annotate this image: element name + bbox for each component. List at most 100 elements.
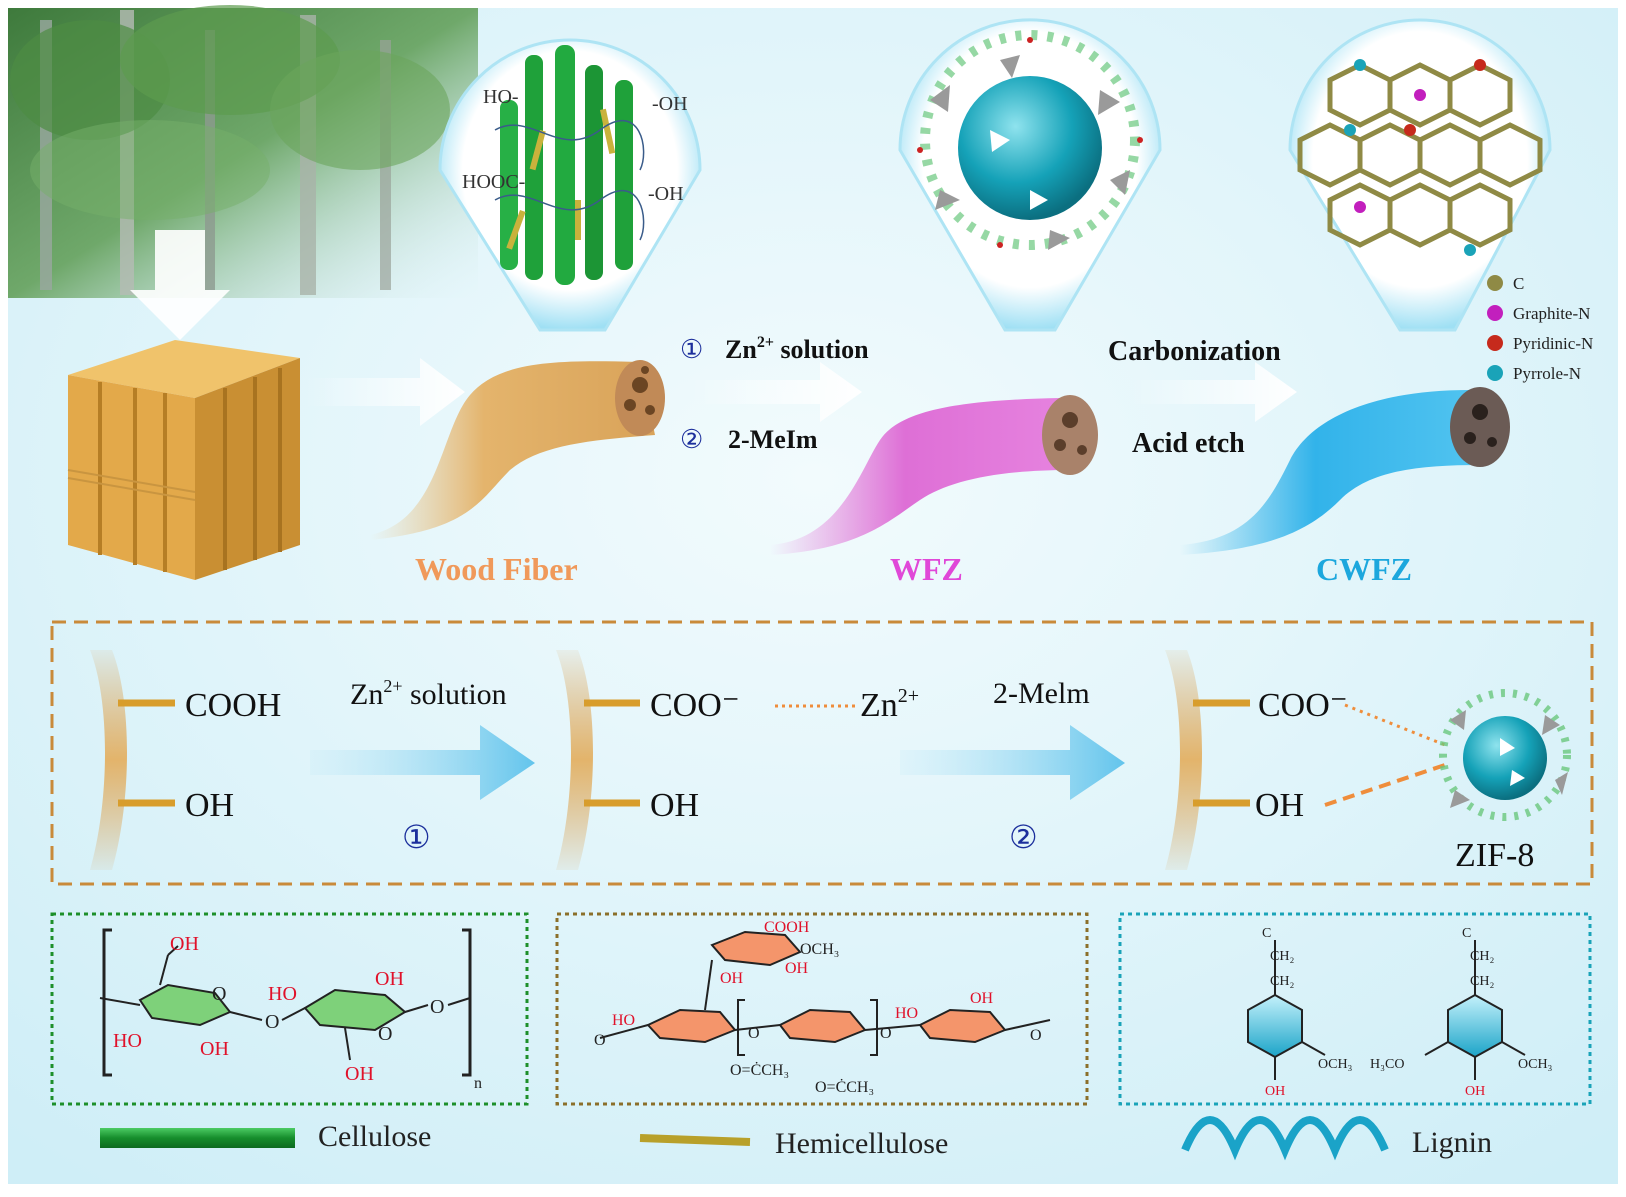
mech-arrow-1-icon — [310, 725, 535, 800]
lignin-legend-label: Lignin — [1412, 1126, 1492, 1159]
mech-circled-1: ① — [402, 819, 431, 855]
fiber-hooc-label: HOOC- — [462, 171, 525, 193]
step1-circled-1: ① — [680, 335, 703, 364]
svg-text:OH: OH — [785, 960, 809, 977]
svg-text:O=ĊCH₃: O=ĊCH₃ — [815, 1078, 874, 1096]
mech-oh-label-3: OH — [1255, 787, 1304, 824]
step1-zn-solution: Zn2+ solution — [725, 334, 869, 364]
nitrogen-legend: C Graphite-N Pyridinic-N Pyrrole-N — [1487, 274, 1593, 383]
hemicellulose-legend-swatch — [639, 1134, 751, 1146]
arrow-to-cwfz-icon — [1130, 362, 1297, 422]
svg-text:O: O — [378, 1023, 392, 1045]
legend-label-3: Pyrrole-N — [1513, 364, 1581, 383]
fiber-strand-3 — [1165, 650, 1202, 870]
svg-text:COOH: COOH — [764, 919, 810, 936]
lignin-legend-swatch — [1181, 1116, 1389, 1161]
zif8-particle — [1439, 689, 1571, 821]
svg-text:H₃CO: H₃CO — [1370, 1057, 1404, 1072]
cwfz-label: CWFZ — [1316, 551, 1412, 587]
legend-dot — [1487, 335, 1503, 351]
arrow-to-wfz-icon — [690, 362, 862, 422]
legend-dot — [1487, 275, 1503, 291]
cwfz-fiber — [1180, 387, 1510, 555]
svg-text:O: O — [594, 1032, 606, 1049]
svg-text:OH: OH — [375, 968, 404, 990]
svg-text:O: O — [265, 1011, 279, 1033]
zif8-label: ZIF-8 — [1455, 837, 1534, 874]
wood-block — [67, 340, 300, 580]
legend-label-0: C — [1513, 274, 1524, 293]
svg-text:OH: OH — [1465, 1084, 1485, 1099]
mech-zn-solution-label: Zn2+ solution — [350, 676, 507, 711]
cellulose-legend-swatch — [100, 1128, 295, 1148]
hemicellulose-legend-label: Hemicellulose — [775, 1127, 948, 1160]
lignin-structure: C CH₂ CH₂ OCH₃ OH C CH₂ CH₂ H₃CO OCH₃ OH — [1247, 926, 1553, 1099]
svg-text:HO: HO — [268, 983, 297, 1005]
svg-text:OCH₃: OCH₃ — [1518, 1057, 1553, 1072]
wfz-fiber — [770, 395, 1098, 555]
svg-text:OCH₃: OCH₃ — [1318, 1057, 1353, 1072]
mech-oh-label-2: OH — [650, 787, 699, 824]
mech-coo-label-2: COO⁻ — [1258, 687, 1348, 724]
hemicellulose-structure: COOH OCH₃ OH OH HO O O HO OH O O O=ĊCH₃ … — [594, 919, 1051, 1096]
arrow-to-fiber-icon — [305, 358, 465, 426]
mech-cooh-label: COOH — [185, 687, 281, 724]
acid-etch-label: Acid etch — [1132, 428, 1245, 459]
svg-text:O: O — [1030, 1027, 1042, 1044]
forest-image — [8, 5, 478, 298]
mech-zn-ion-label: Zn2+ — [860, 685, 919, 724]
mech-meim-label: 2-Melm — [993, 677, 1090, 710]
mech-circled-2: ② — [1009, 819, 1038, 855]
down-arrow-icon — [130, 230, 230, 340]
svg-text:CH₂: CH₂ — [1470, 974, 1494, 989]
svg-text:HO: HO — [612, 1012, 635, 1029]
svg-text:OH: OH — [200, 1038, 229, 1060]
wfz-zoom-bubble — [898, 18, 1162, 332]
cellulose-structure-box — [50, 912, 529, 1106]
coordination-line-1 — [1344, 703, 1446, 747]
fiber-strand-1 — [90, 650, 127, 870]
svg-text:CH₂: CH₂ — [1270, 949, 1294, 964]
legend-label-2: Pyridinic-N — [1513, 334, 1593, 353]
cellulose-structure: OH O HO OH HO OH O OH O O n — [99, 928, 482, 1092]
fiber-oh-label-1: -OH — [652, 93, 688, 115]
cwfz-zoom-bubble — [1288, 18, 1552, 332]
svg-text:CH₂: CH₂ — [1270, 974, 1294, 989]
fiber-strand-2 — [556, 650, 593, 870]
svg-text:OH: OH — [345, 1063, 374, 1085]
coordination-line-2 — [1324, 763, 1446, 807]
wfz-label: WFZ — [890, 551, 963, 587]
svg-text:OH: OH — [170, 933, 199, 955]
lignin-structure-box — [1118, 912, 1592, 1106]
legend-label-1: Graphite-N — [1513, 304, 1590, 323]
mech-oh-label-1: OH — [185, 787, 234, 824]
svg-text:C: C — [1262, 926, 1271, 941]
svg-text:OH: OH — [1265, 1084, 1285, 1099]
svg-text:O: O — [212, 983, 226, 1005]
svg-text:OH: OH — [720, 970, 744, 987]
step1-meim: 2-MeIm — [728, 425, 818, 454]
wood-fiber — [370, 360, 665, 540]
svg-text:CH₂: CH₂ — [1470, 949, 1494, 964]
legend-dot — [1487, 365, 1503, 381]
svg-text:O: O — [748, 1025, 760, 1042]
fiber-ho-label: HO- — [483, 86, 519, 108]
mech-arrow-2-icon — [900, 725, 1125, 800]
svg-text:n: n — [474, 1075, 482, 1092]
step1-circled-2: ② — [680, 425, 703, 454]
svg-text:O: O — [430, 996, 444, 1018]
svg-text:C: C — [1462, 926, 1471, 941]
mech-coo-label-1: COO⁻ — [650, 687, 740, 724]
carbonization-label: Carbonization — [1108, 336, 1281, 367]
hemicellulose-structure-box — [555, 912, 1089, 1106]
svg-text:HO: HO — [895, 1005, 918, 1022]
wood-fiber-label: Wood Fiber — [415, 551, 578, 587]
fiber-oh-label-2: -OH — [648, 183, 684, 205]
svg-text:O=ĊCH₃: O=ĊCH₃ — [730, 1061, 789, 1079]
svg-text:OH: OH — [970, 990, 994, 1007]
svg-text:OCH₃: OCH₃ — [800, 941, 839, 958]
svg-text:O: O — [880, 1025, 892, 1042]
svg-text:HO: HO — [113, 1030, 142, 1052]
